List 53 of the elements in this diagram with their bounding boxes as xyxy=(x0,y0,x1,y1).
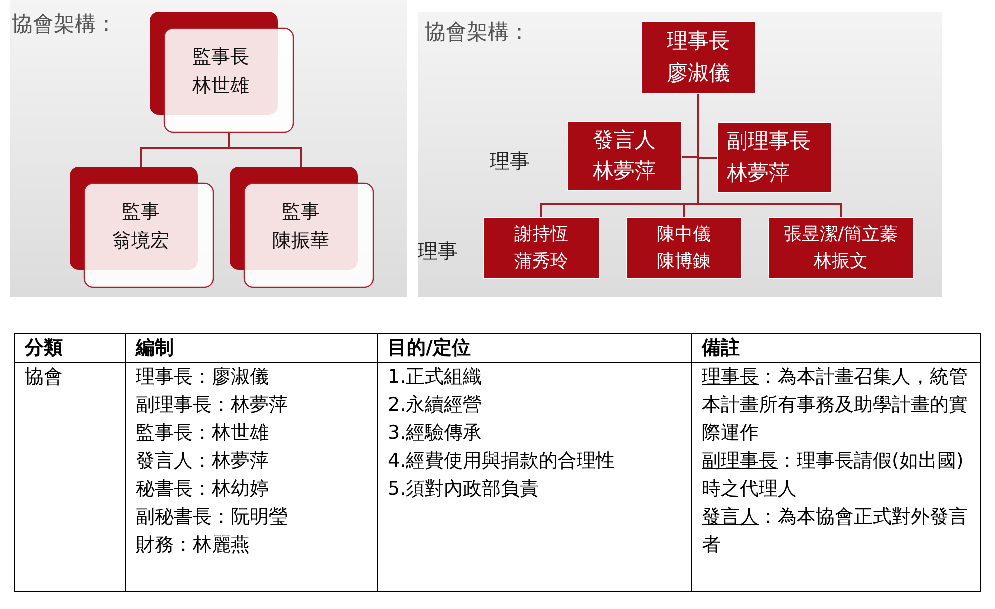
note-text: 發言人：為本協會正式對外發言者 xyxy=(702,505,969,558)
role-entry: 財務：林麗燕 xyxy=(136,533,251,558)
tier-label: 理事 xyxy=(418,238,458,265)
org-chart-box xyxy=(717,122,832,193)
org-chart-box xyxy=(483,217,600,279)
org-chart-box xyxy=(641,21,756,94)
connector-line xyxy=(228,133,302,167)
box-text: 監事 xyxy=(282,200,320,225)
purpose-item: 3.經驗傳承 xyxy=(388,421,484,446)
header-cell: 備註 xyxy=(692,334,980,362)
header-cell: 編制 xyxy=(126,334,378,362)
org-chart-box xyxy=(70,167,214,288)
purpose-item: 5.須對內政部負責 xyxy=(388,477,540,502)
header-cell: 目的/定位 xyxy=(378,334,692,362)
box-text: 林振文 xyxy=(814,250,868,274)
connector-line xyxy=(698,94,842,217)
box-text: 林夢萍 xyxy=(593,158,656,185)
box-text: 廖淑儀 xyxy=(667,60,730,86)
chart-heading: 協會架構： xyxy=(12,11,117,38)
role-entry: 理事長：廖淑儀 xyxy=(136,365,270,390)
org-chart-box xyxy=(230,167,374,288)
box-text: 陳博鍊 xyxy=(657,250,711,274)
chart-heading: 協會架構： xyxy=(425,19,530,46)
box-text: 陳振華 xyxy=(272,228,330,254)
box-text: 蒲秀玲 xyxy=(514,250,568,274)
org-chart-box xyxy=(626,217,742,279)
purpose-item: 2.永續經營 xyxy=(388,393,484,418)
box-text: 謝持恆 xyxy=(514,223,568,247)
purpose-item: 1.正式組織 xyxy=(388,365,484,390)
header-cell: 分類 xyxy=(14,334,126,362)
purpose-item: 4.經費使用與捐款的合理性 xyxy=(388,449,616,474)
note-text: 理事長：為本計畫召集人，統管本計畫所有事務及助學計畫的實際運作 xyxy=(702,365,969,446)
box-text: 理事長 xyxy=(667,28,730,55)
org-chart-box xyxy=(567,121,682,191)
box-text: 陳中儀 xyxy=(657,223,711,247)
role-entry: 秘書長：林幼婷 xyxy=(136,477,270,502)
category-text: 協會 xyxy=(25,365,64,390)
box-text: 監事長 xyxy=(192,45,250,70)
role-entry: 副秘書長：阮明瑩 xyxy=(136,505,289,530)
org-chart-box xyxy=(150,12,294,133)
tier-label: 理事 xyxy=(490,148,530,175)
box-text: 翁境宏 xyxy=(112,228,170,254)
note-text: 副理事長：理事長請假(如出國)時之代理人 xyxy=(702,449,965,502)
box-text: 張昱潔/簡立蓁 xyxy=(784,223,898,247)
box-text: 監事 xyxy=(122,200,160,225)
role-entry: 監事長：林世雄 xyxy=(136,421,270,446)
role-entry: 副理事長：林夢萍 xyxy=(136,393,289,418)
org-chart-box xyxy=(768,217,914,279)
box-text: 林夢萍 xyxy=(727,160,790,186)
role-entry: 發言人：林夢萍 xyxy=(136,449,270,474)
box-text: 林世雄 xyxy=(192,74,250,98)
box-text: 副理事長 xyxy=(727,128,811,155)
box-text: 發言人 xyxy=(593,126,656,154)
